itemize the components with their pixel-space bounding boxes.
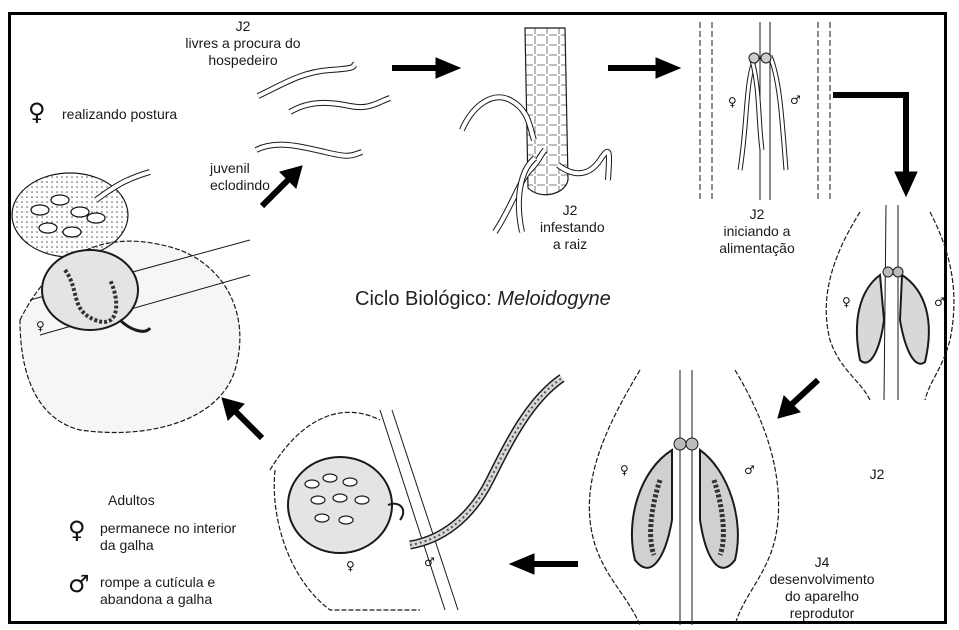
adults-heading-text: Adultos xyxy=(108,492,155,508)
arrow-j4-to-adults xyxy=(510,554,578,574)
male-symbol-adults-gall: ♂ xyxy=(424,556,435,568)
female-symbol-laying: ♀ xyxy=(28,100,46,124)
gall-j4 xyxy=(589,370,778,625)
label-j2-free: J2 livres a procura do hospedeiro xyxy=(168,18,318,69)
label-juvenile-line2: eclodindo xyxy=(210,177,270,194)
free-j2-worms xyxy=(256,64,390,156)
label-j2-feeding-food: alimentação xyxy=(710,240,804,257)
female-symbol-j4: ♀ xyxy=(620,464,629,476)
label-j2-feeding-desc: iniciando a xyxy=(710,223,804,240)
arrow-infest-to-feeding xyxy=(608,58,680,78)
adults-male-line1: rompe a cutícula e xyxy=(100,574,215,591)
adults-male-line2: abandona a galha xyxy=(100,591,215,608)
female-symbol-left-gall: ♀ xyxy=(36,320,45,332)
label-j4-reproductive: reprodutor xyxy=(762,605,882,622)
label-j2-infest: J2 infestando a raiz xyxy=(540,202,600,253)
female-laying-text: realizando postura xyxy=(62,106,177,122)
female-symbol-adults: ♀ xyxy=(68,518,86,542)
label-adults-female: permanece no interior da galha xyxy=(100,520,236,554)
label-j4-stage: J4 xyxy=(762,554,882,571)
label-juvenile-line1: juvenil xyxy=(210,160,270,177)
diagram-title: Ciclo Biológico: Meloidogyne xyxy=(355,288,611,311)
label-adults-male: rompe a cutícula e abandona a galha xyxy=(100,574,215,608)
male-symbol-gall-j2: ♂ xyxy=(934,296,945,308)
title-genus: Meloidogyne xyxy=(497,288,610,310)
male-symbol-adults: ♂ xyxy=(68,572,90,596)
label-j2-free-host: hospedeiro xyxy=(168,52,318,69)
label-female-laying: realizando postura xyxy=(62,106,177,123)
arrow-feeding-to-gall xyxy=(833,95,917,196)
gall-adults xyxy=(270,378,562,610)
label-j2-feeding-stage: J2 xyxy=(710,206,804,223)
male-symbol-feeding: ♂ xyxy=(790,94,801,106)
label-j2-free-stage: J2 xyxy=(168,18,318,35)
female-symbol-feeding: ♀ xyxy=(728,96,737,108)
label-j2-free-desc: livres a procura do xyxy=(168,35,318,52)
adults-female-line1: permanece no interior xyxy=(100,520,236,537)
male-symbol-j4: ♂ xyxy=(744,464,755,476)
adults-female-line2: da galha xyxy=(100,537,236,554)
label-j4: J4 desenvolvimento do aparelho reproduto… xyxy=(762,554,882,622)
arrow-gall-to-j4 xyxy=(778,380,818,418)
label-j2-right: J2 xyxy=(862,466,892,483)
label-j4-desc: desenvolvimento xyxy=(762,571,882,588)
label-j2-infest-root: a raiz xyxy=(540,236,600,253)
label-j2-infest-stage: J2 xyxy=(540,202,600,219)
title-prefix: Ciclo Biológico: xyxy=(355,288,492,310)
arrow-free-to-infest xyxy=(392,58,460,78)
label-j2-feeding: J2 iniciando a alimentação xyxy=(710,206,804,257)
label-j4-apparatus: do aparelho xyxy=(762,588,882,605)
label-juvenile-hatching: juvenil eclodindo xyxy=(210,160,270,194)
female-symbol-adults-gall: ♀ xyxy=(346,560,355,572)
label-j2-infest-desc: infestando xyxy=(540,219,600,236)
label-j2-right-stage: J2 xyxy=(862,466,892,483)
female-laying-eggs xyxy=(12,172,250,433)
female-symbol-gall-j2: ♀ xyxy=(842,296,851,308)
label-adults-heading: Adultos xyxy=(108,492,155,509)
arrow-adults-to-laying xyxy=(222,398,262,438)
feeding-root-section xyxy=(700,22,830,200)
